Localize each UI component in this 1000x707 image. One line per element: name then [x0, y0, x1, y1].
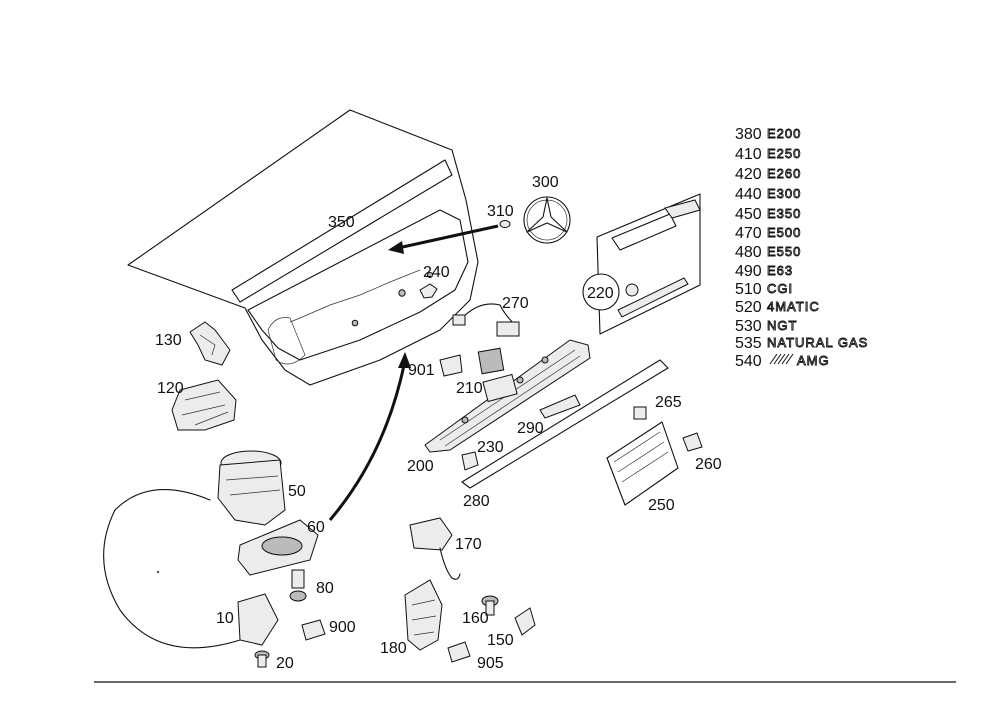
handle-bar-200	[424, 339, 591, 453]
clip-240	[419, 283, 438, 299]
callout-120: 120	[157, 380, 184, 397]
trunk-lid	[127, 109, 479, 386]
connector-901	[439, 354, 463, 377]
star-emblem	[523, 196, 571, 244]
badge-code: 540	[735, 353, 762, 370]
badge-text: AMG	[797, 353, 830, 368]
lock-actuator-50	[217, 450, 319, 576]
badge-code: 530	[735, 318, 762, 335]
badge-text: CGI	[767, 281, 793, 296]
callout-labels: 350 310 300 240 270 220 130 120 901 210 …	[155, 174, 722, 672]
callout-20: 20	[276, 655, 294, 672]
pad-900	[301, 619, 326, 641]
badge-text: E500	[767, 225, 801, 240]
badge-legend: 380 E200 410 E250 420 E260 440 E300 450 …	[735, 126, 868, 370]
latch-10	[237, 593, 279, 646]
callout-260: 260	[695, 456, 722, 473]
badge-code: 380	[735, 126, 762, 143]
badge-text: E250	[767, 146, 801, 161]
badge-code: 420	[735, 166, 762, 183]
bolt-160	[481, 595, 499, 616]
arrow-310-to-lid	[388, 220, 511, 254]
callout-250: 250	[648, 497, 675, 514]
plate-bracket-250	[606, 406, 703, 506]
cover-150	[514, 607, 536, 636]
callout-200: 200	[407, 458, 434, 475]
badge-code: 450	[735, 206, 762, 223]
bracket-120	[171, 379, 237, 431]
callout-180: 180	[380, 640, 407, 657]
bulb-230	[461, 451, 479, 471]
release-cable	[103, 489, 241, 649]
callout-10: 10	[216, 610, 234, 627]
stray-mark	[157, 571, 159, 573]
pad-905	[447, 641, 471, 663]
callout-270: 270	[502, 295, 529, 312]
callout-170: 170	[455, 536, 482, 553]
callout-210: 210	[456, 380, 483, 397]
callout-230: 230	[477, 439, 504, 456]
callout-280: 280	[463, 493, 490, 510]
screw-20	[254, 650, 270, 668]
callout-290: 290	[517, 420, 544, 437]
switch-170	[409, 517, 461, 580]
bracket-130	[189, 321, 231, 366]
badge-text: E200	[767, 126, 801, 141]
callout-905: 905	[477, 655, 504, 672]
wire-sensor-270	[452, 303, 520, 337]
badge-code: 470	[735, 225, 762, 242]
bolt-80	[289, 569, 307, 602]
badge-text: E350	[767, 206, 801, 221]
callout-350: 350	[328, 214, 355, 231]
callout-50: 50	[288, 483, 306, 500]
callout-240: 240	[423, 264, 450, 281]
latch-assembly-180	[404, 579, 443, 651]
badge-text: E63	[767, 263, 793, 278]
badge-text: E550	[767, 244, 801, 259]
callout-130: 130	[155, 332, 182, 349]
callout-901: 901	[408, 362, 435, 379]
amg-stripes-icon	[769, 353, 794, 365]
callout-300: 300	[532, 174, 559, 191]
badge-text: E300	[767, 186, 801, 201]
badge-code: 440	[735, 186, 762, 203]
callout-150: 150	[487, 632, 514, 649]
callout-80: 80	[316, 580, 334, 597]
badge-code: 520	[735, 299, 762, 316]
badge-text: NGT	[767, 318, 797, 333]
callout-265: 265	[655, 394, 682, 411]
callout-900: 900	[329, 619, 356, 636]
badge-text: NATURAL GAS	[767, 335, 868, 350]
light-cover-290	[539, 394, 581, 419]
plate-recess-panel	[582, 193, 701, 335]
trim-strip-280	[461, 359, 669, 489]
arrow-60-to-lid	[328, 352, 411, 521]
badge-code: 510	[735, 281, 762, 298]
badge-code: 480	[735, 244, 762, 261]
callout-60: 60	[307, 519, 325, 536]
callout-220: 220	[587, 285, 614, 302]
callout-160: 160	[462, 610, 489, 627]
badge-code: 535	[735, 335, 762, 352]
badge-text: 4MATIC	[767, 299, 820, 314]
badge-text: E260	[767, 166, 801, 181]
badge-code: 490	[735, 263, 762, 280]
callout-310: 310	[487, 203, 514, 220]
badge-code: 410	[735, 146, 762, 163]
